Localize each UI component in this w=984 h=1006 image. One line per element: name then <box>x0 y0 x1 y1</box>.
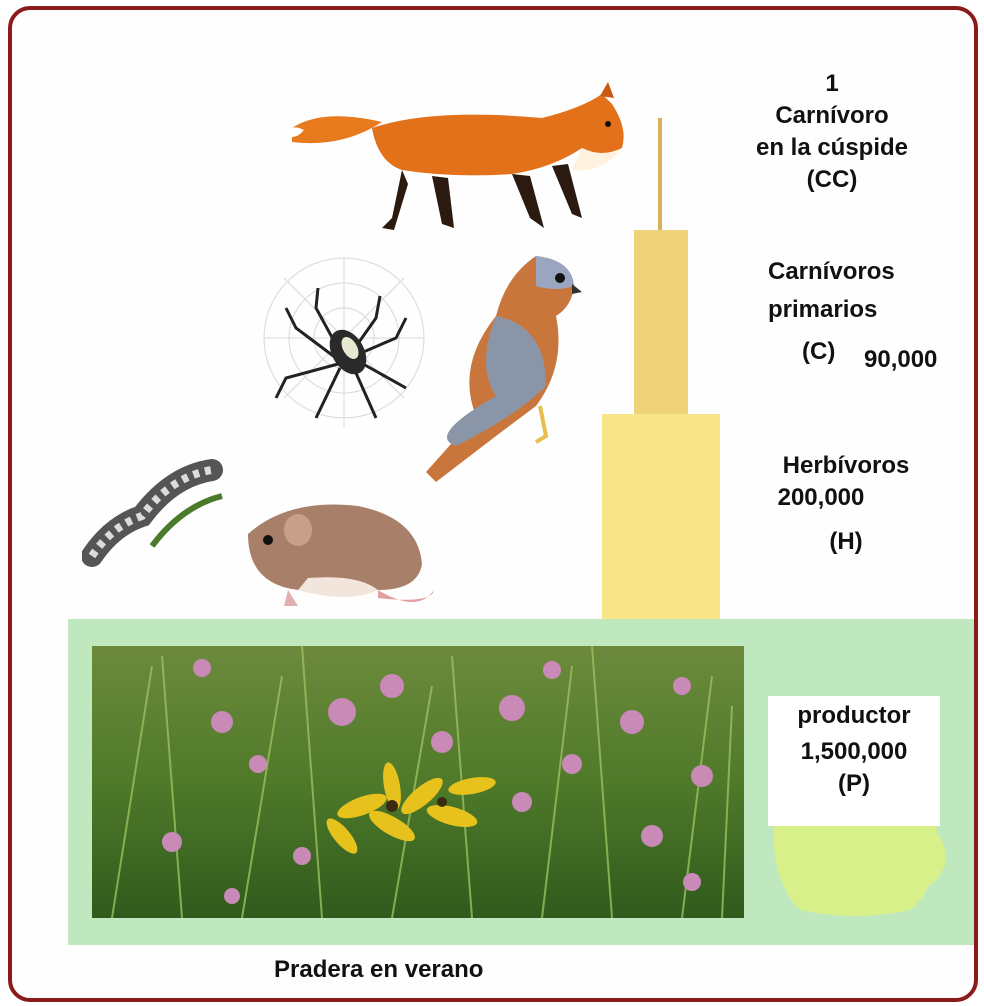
producer-abbr: (P) <box>768 768 940 800</box>
label-primary-carnivores-2: primarios <box>768 294 877 326</box>
herbivores-name: Herbívoros <box>746 450 946 482</box>
caterpillar-icon <box>82 456 232 576</box>
producer-name: productor <box>768 700 940 732</box>
label-producer: productor 1,500,000 (P) <box>768 700 940 800</box>
meadow-photo <box>92 646 744 918</box>
producer-count: 1,500,000 <box>768 736 940 768</box>
mouse-icon <box>228 494 438 614</box>
bar-herbivores <box>602 414 720 622</box>
top-carnivore-abbr: (CC) <box>732 164 932 196</box>
label-primary-carnivores-count: 90,000 <box>864 344 937 376</box>
diagram-frame: 1 Carnívoro en la cúspide (CC) Carnívoro… <box>8 6 978 1002</box>
label-primary-carnivores-1: Carnívoros <box>768 256 895 288</box>
herbivores-abbr: (H) <box>746 526 946 558</box>
top-carnivore-name-2: en la cúspide <box>732 132 932 164</box>
top-carnivore-count: 1 <box>732 68 932 100</box>
bar-primary-carnivores <box>634 230 688 416</box>
bar-top-carnivore <box>658 118 662 236</box>
label-herbivores: Herbívoros 200,000 (H) <box>746 450 946 558</box>
kestrel-icon <box>396 246 586 486</box>
label-primary-carnivores-abbr: (C) <box>802 336 835 368</box>
fox-icon <box>282 78 632 238</box>
caption: Pradera en verano <box>274 954 483 986</box>
label-top-carnivore: 1 Carnívoro en la cúspide (CC) <box>732 68 932 196</box>
herbivores-count: 200,000 <box>696 482 946 514</box>
top-carnivore-name-1: Carnívoro <box>732 100 932 132</box>
